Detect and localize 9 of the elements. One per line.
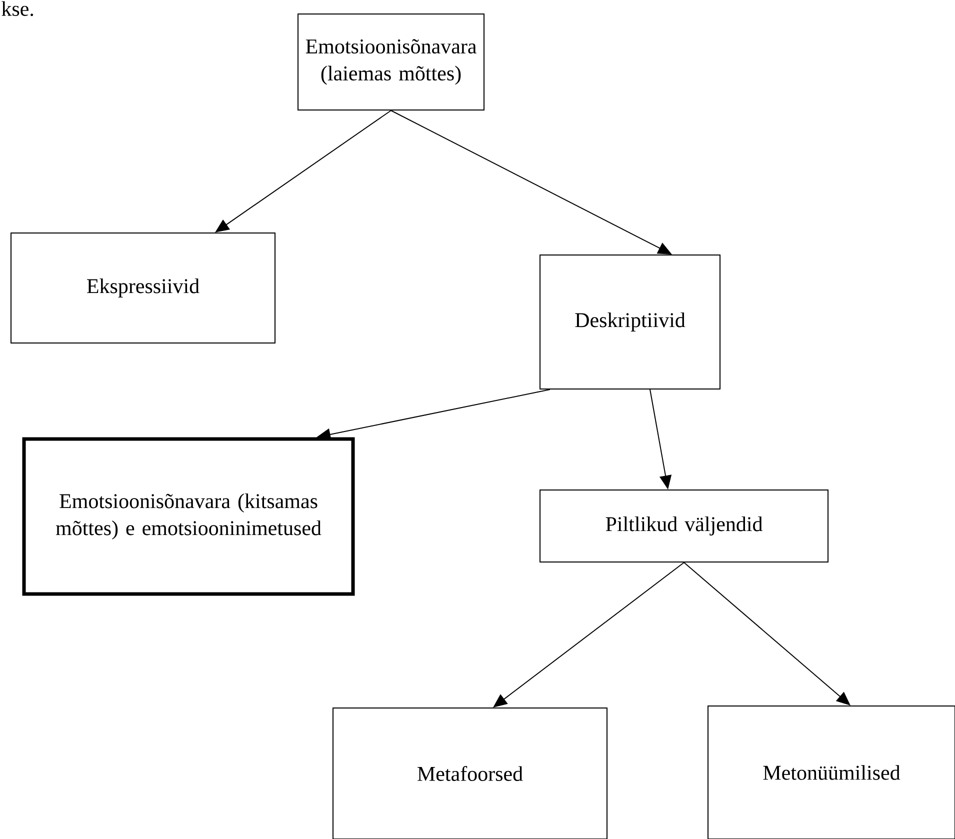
box: Ekspressiivid <box>10 232 276 344</box>
box: Deskriptiivid <box>540 254 720 390</box>
box: Piltlikud väljendid <box>540 490 828 562</box>
text-fragment: kse. <box>2 1 34 16</box>
emphasized-box: Emotsioonisõnavara (kitsamas mõttes) e emotsiooninimetused <box>22 437 355 596</box>
box: Emotsioonisõnavara (laiemas mõttes) <box>298 14 484 110</box>
box: Metafoorsed <box>332 708 608 839</box>
arrow <box>684 562 850 706</box>
box: Metonüümilised <box>708 706 955 839</box>
